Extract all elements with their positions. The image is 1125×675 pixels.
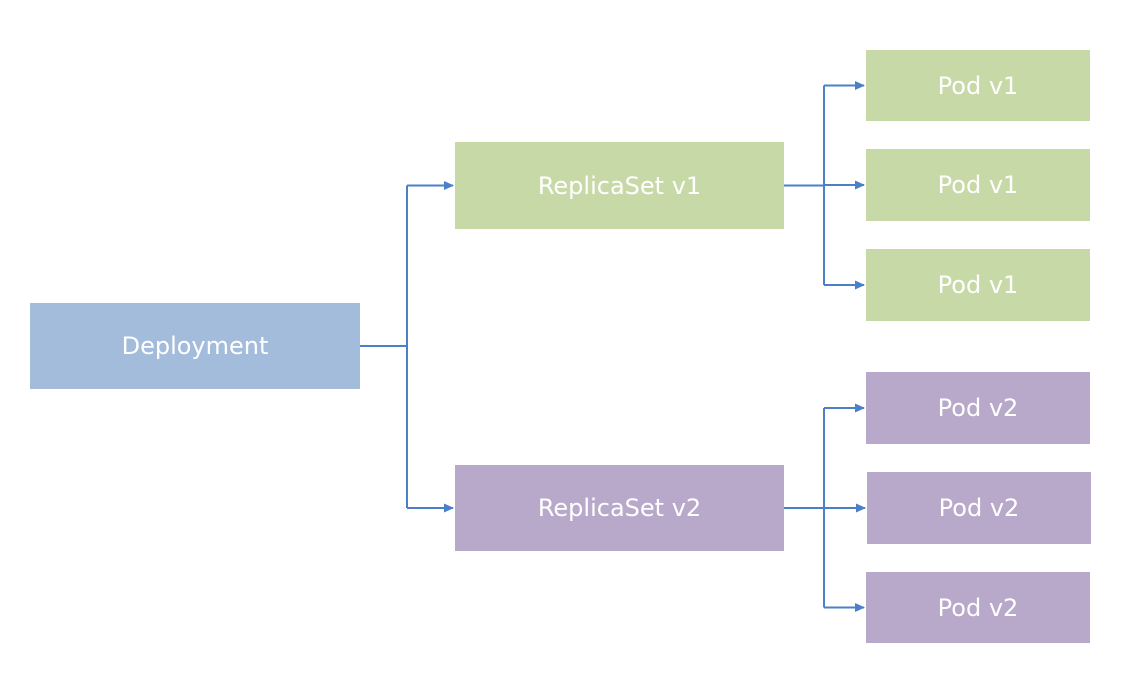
pod-v1-box: Pod v1 [866,50,1090,121]
deployment-label: Deployment [121,332,269,360]
pod-v1-box: Pod v1 [866,149,1090,221]
replicaset-v1-box: ReplicaSet v1 [455,142,784,229]
pod-label: Pod v2 [937,394,1019,422]
replicaset-v1-label: ReplicaSet v1 [537,171,702,200]
replicaset-v2-label: ReplicaSet v2 [537,494,702,522]
pod-label: Pod v1 [937,71,1019,100]
pod-label: Pod v2 [938,494,1020,522]
pod-v2-box: Pod v2 [866,572,1090,643]
deployment-box: Deployment [30,303,360,389]
pod-v1-box: Pod v1 [866,249,1090,321]
pod-label: Pod v1 [937,271,1019,299]
pod-v2-box: Pod v2 [866,372,1090,444]
pod-label: Pod v2 [937,593,1019,622]
pod-v2-box: Pod v2 [867,472,1091,544]
pod-label: Pod v1 [937,171,1019,199]
replicaset-v2-box: ReplicaSet v2 [455,465,784,551]
